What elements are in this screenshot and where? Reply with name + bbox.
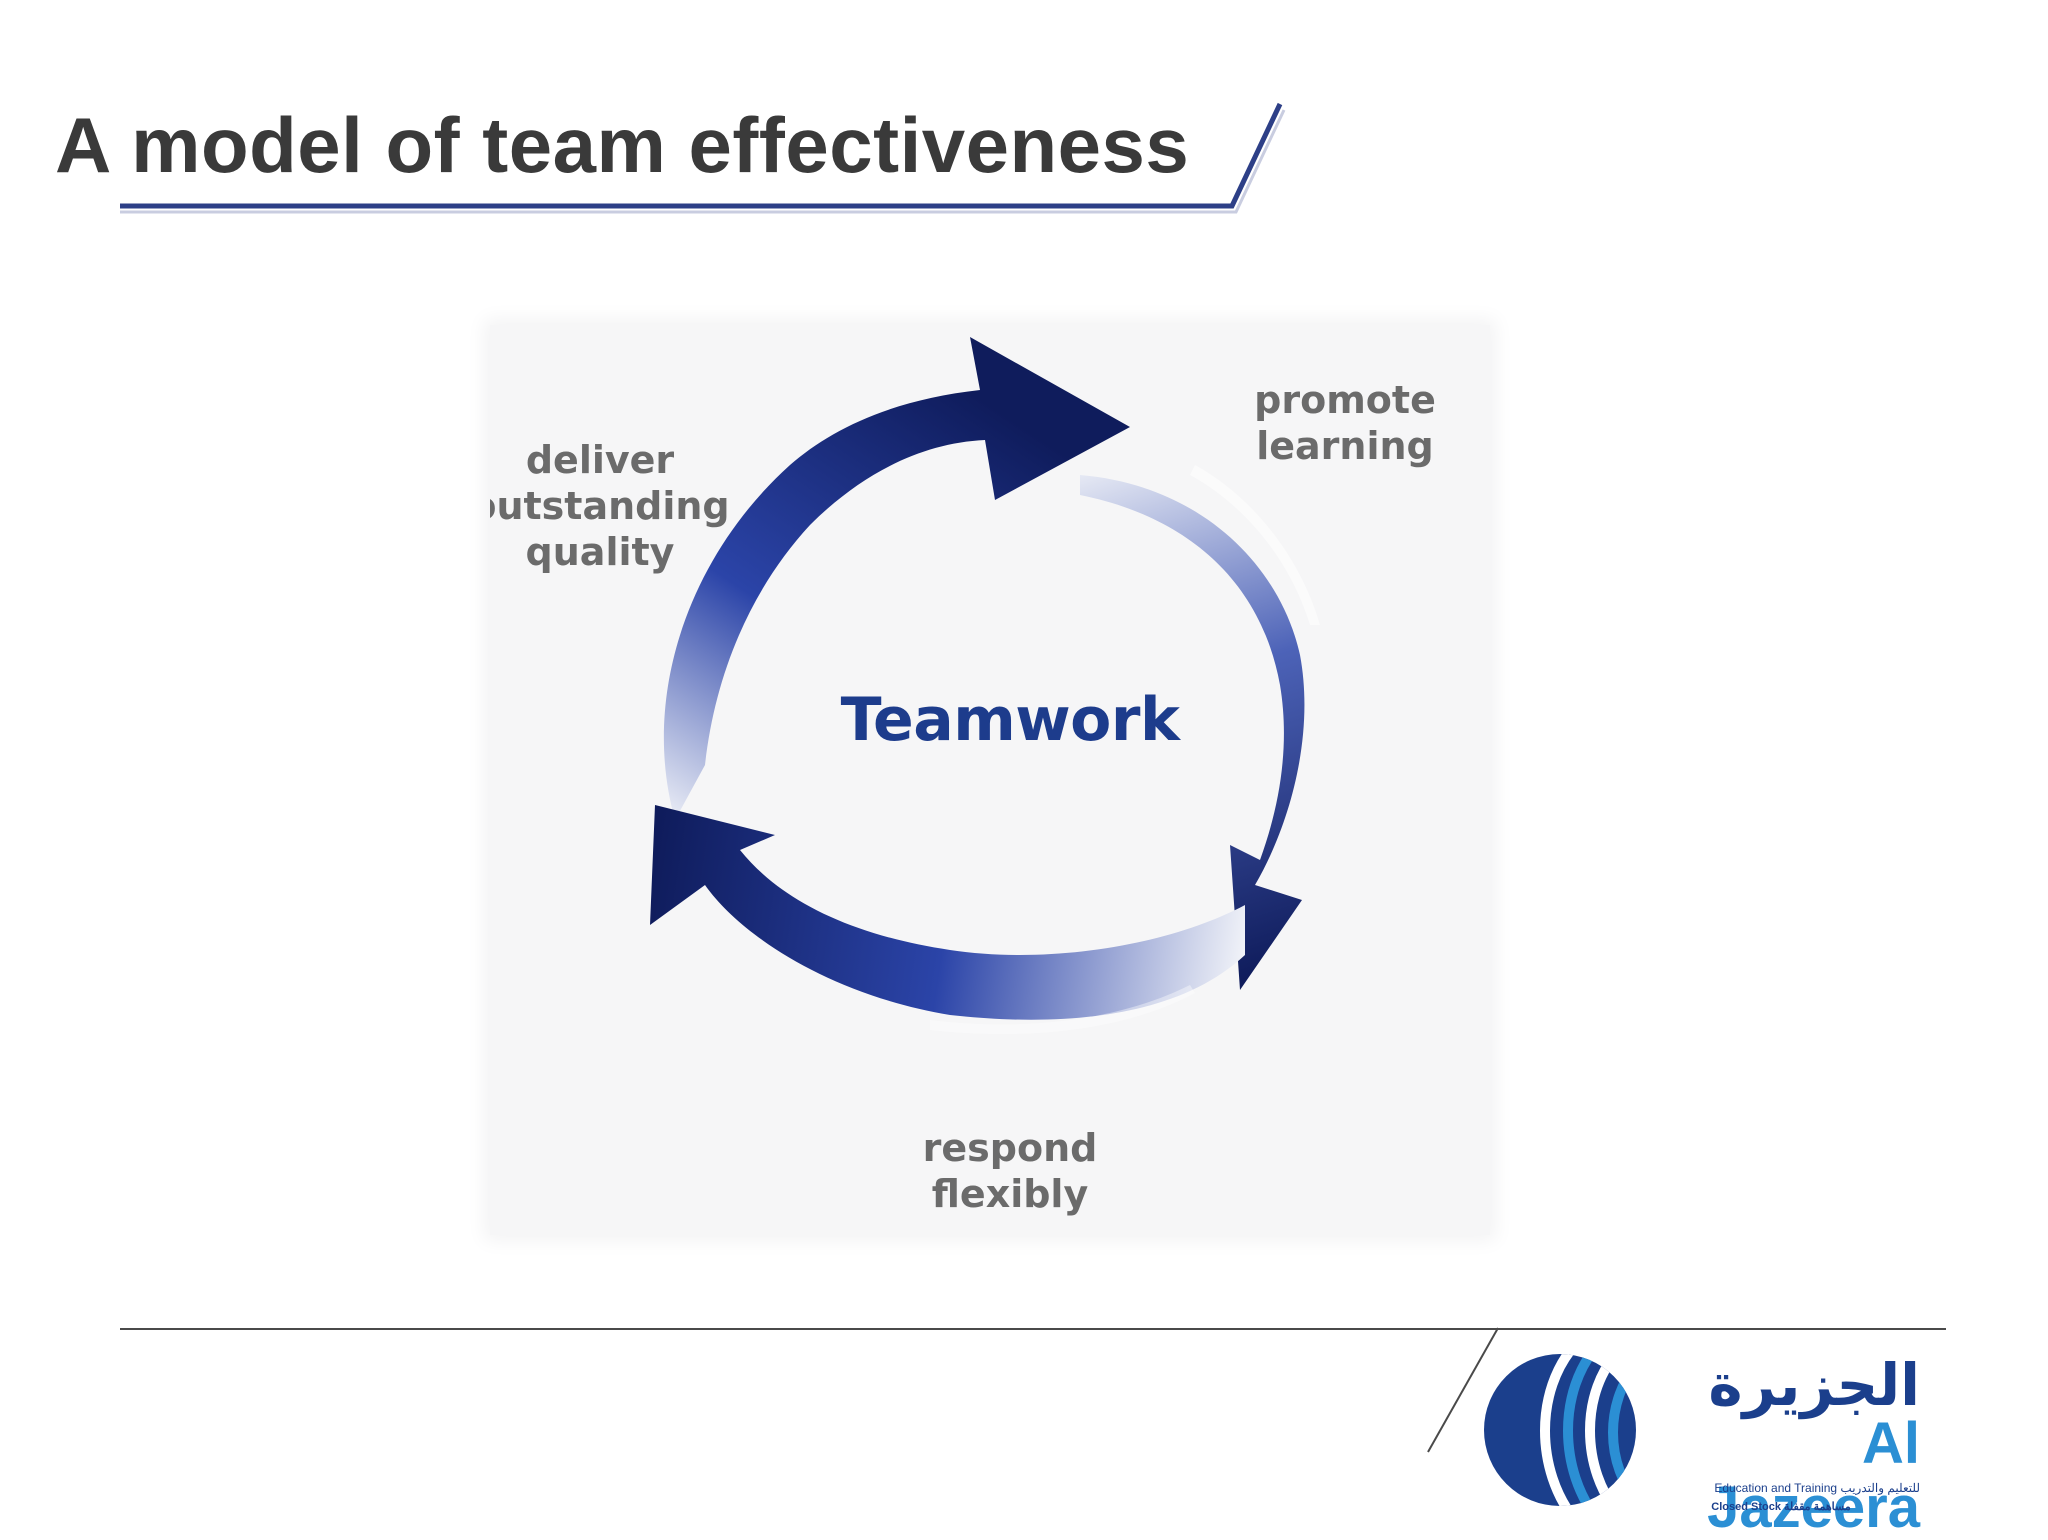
- label-respond-flexibly: respond flexibly: [900, 1125, 1120, 1217]
- slide-title: A model of team effectiveness: [55, 101, 1190, 189]
- logo-tagline-ar: للتعليم والتدريب: [1840, 1481, 1920, 1495]
- arrow-promote-to-respond: [1080, 475, 1305, 990]
- logo-name: Al Jazeera: [1707, 1411, 1920, 1540]
- arrow-respond-to-deliver: [650, 805, 1245, 1020]
- logo-arabic-name: الجزيرة: [1708, 1351, 1920, 1419]
- label-promote-learning: promote learning: [1240, 377, 1450, 469]
- label-line: respond: [922, 1126, 1098, 1170]
- label-line: learning: [1256, 424, 1434, 468]
- title-underline: [120, 102, 1286, 214]
- logo-status-ar: مساهمة مقفلة: [1784, 1501, 1851, 1513]
- logo-status-en: Closed Stock: [1711, 1501, 1781, 1513]
- label-deliver-outstanding-quality: deliver outstanding quality: [490, 437, 750, 575]
- label-line: flexibly: [931, 1172, 1089, 1216]
- teamwork-cycle-diagram: deliver outstanding quality promote lear…: [490, 325, 1490, 1235]
- cycle-arrows: [650, 337, 1320, 1035]
- footer-divider: [120, 1328, 1946, 1330]
- label-line: outstanding: [490, 484, 730, 528]
- logo-status: Closed Stock مساهمة مقفلة: [1646, 1500, 1916, 1513]
- logo-emblem-icon: [1484, 1354, 1636, 1506]
- logo-tagline: Education and Training للتعليم والتدريب: [1646, 1480, 1920, 1496]
- label-line: quality: [525, 530, 675, 574]
- arrow-deliver-to-promote: [663, 337, 1130, 820]
- center-label-teamwork: Teamwork: [840, 685, 1180, 755]
- label-line: deliver: [525, 438, 675, 482]
- label-line: promote: [1254, 378, 1436, 422]
- al-jazeera-logo: الجزيرة Al Jazeera Education and Trainin…: [1480, 1350, 1920, 1540]
- logo-tagline-en: Education and Training: [1714, 1481, 1838, 1495]
